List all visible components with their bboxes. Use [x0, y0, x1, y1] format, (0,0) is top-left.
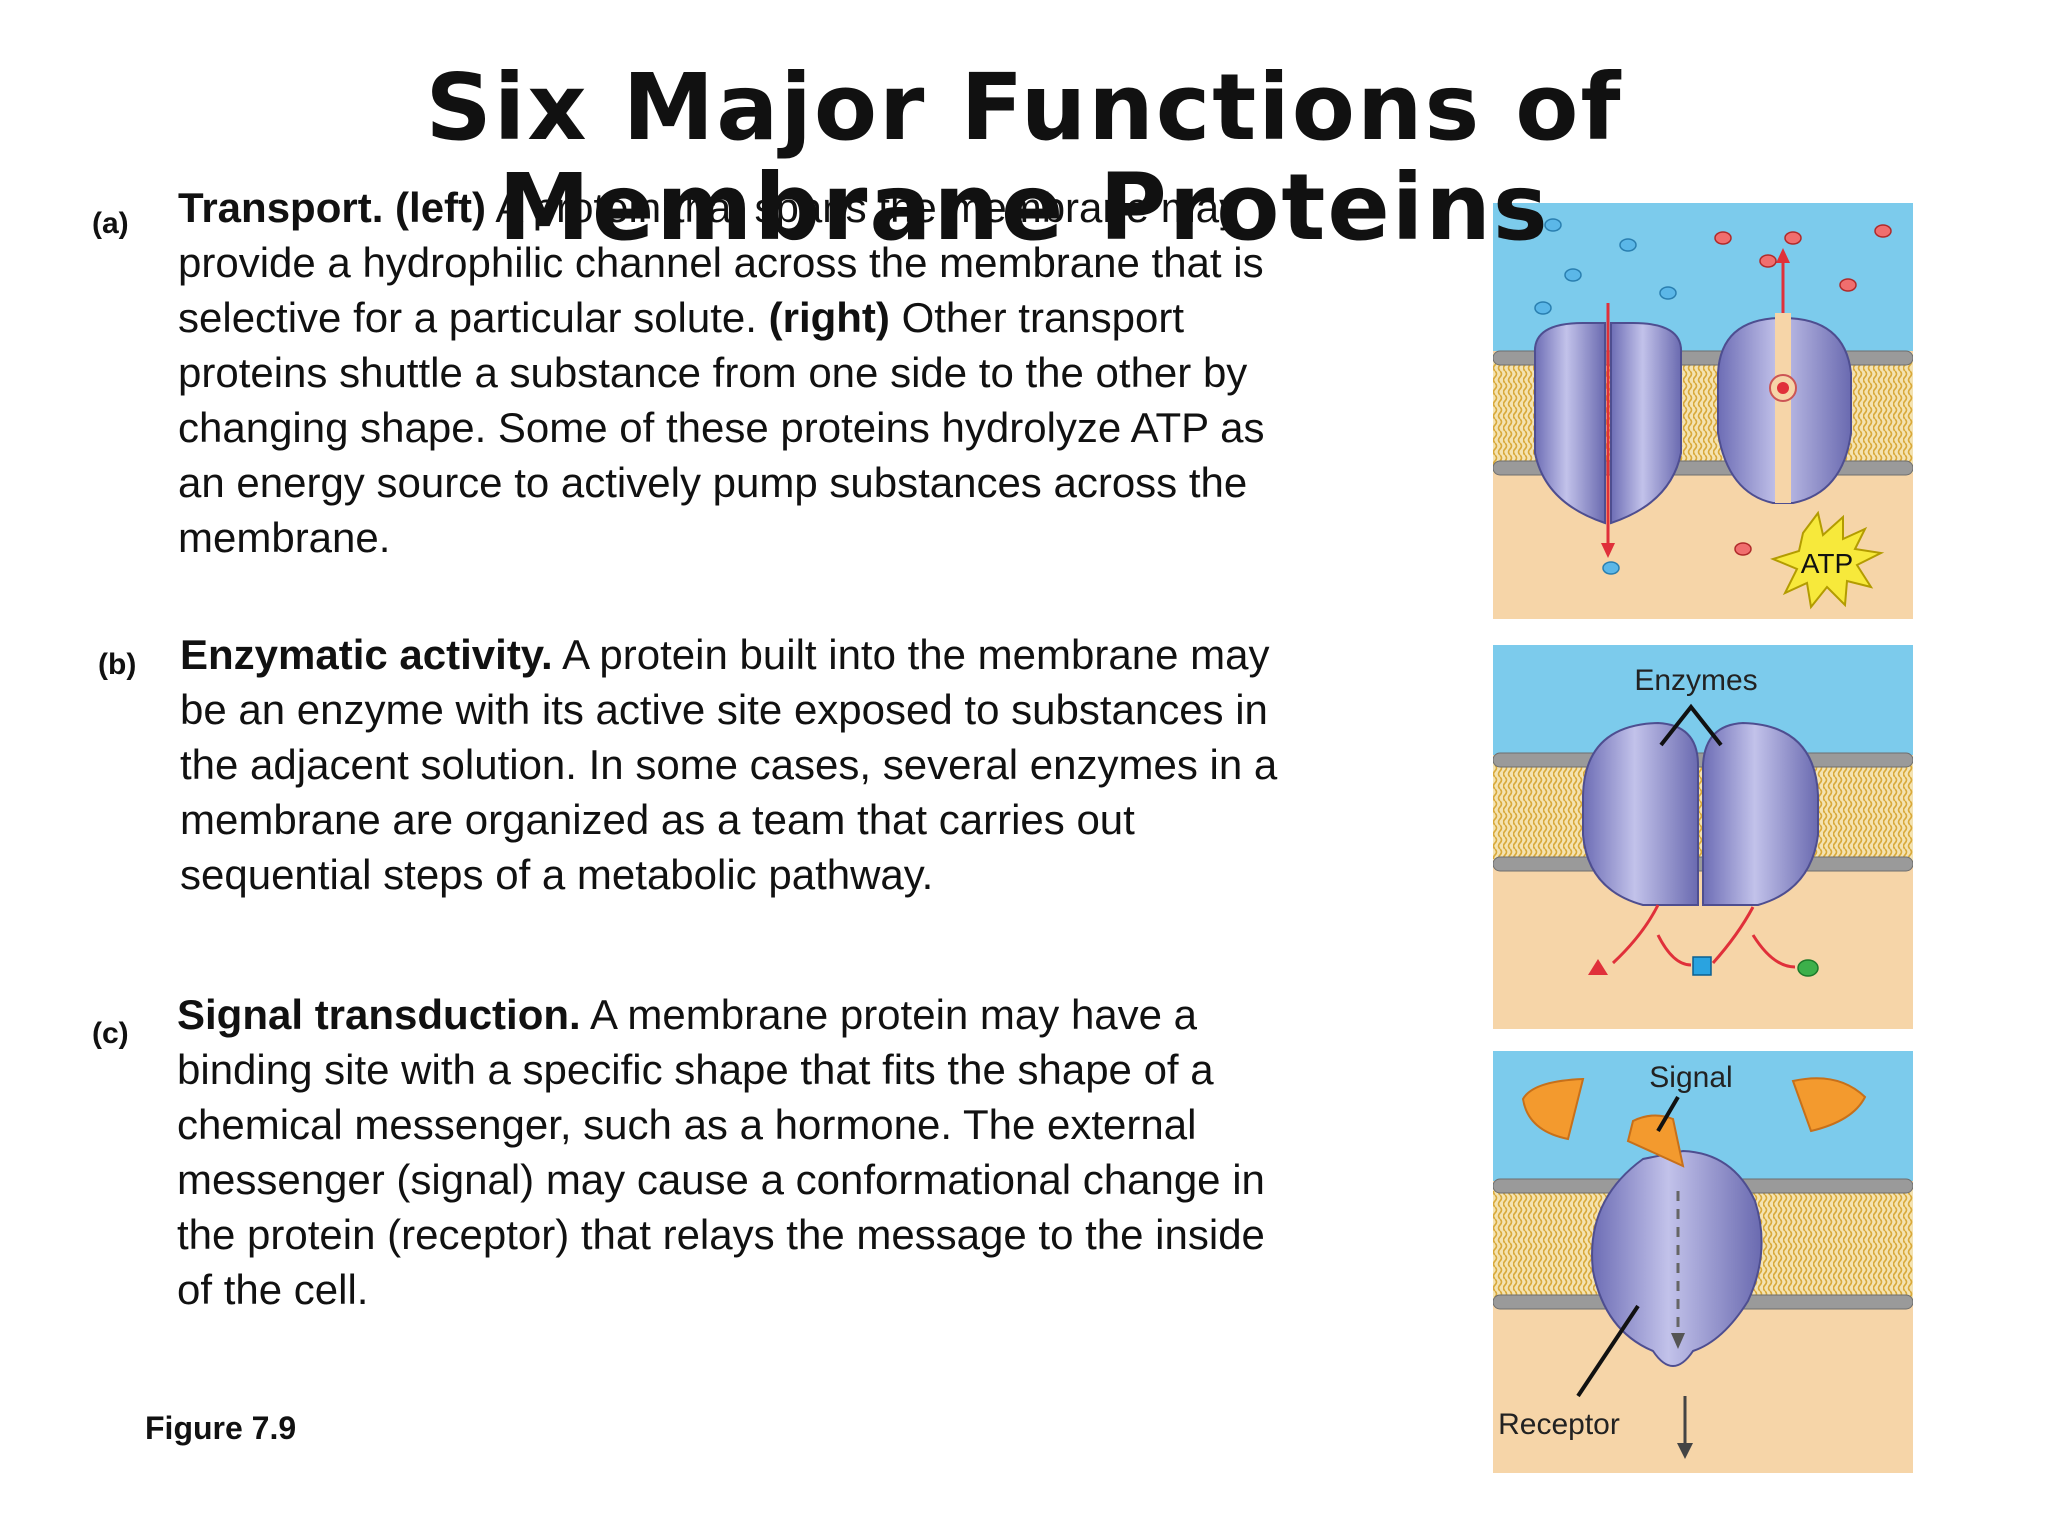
atp-burst-icon [1770, 510, 1885, 610]
figure-label: Figure 7.9 [145, 1410, 297, 1446]
enzyme-diagram: Enzymes [1493, 645, 1913, 1029]
heading-enzymatic: Enzymatic activity. [180, 631, 553, 678]
enzyme-protein [1582, 721, 1819, 906]
text-enzymatic: A protein built into the membrane may be… [180, 631, 1278, 898]
square-molecule-icon [1692, 956, 1712, 976]
label-a: (a) [92, 207, 129, 240]
heading-signal: Signal transduction. [177, 991, 581, 1038]
transport-diagram: ATP [1493, 203, 1913, 619]
sub-left: (left) [395, 184, 487, 231]
enzymes-label: Enzymes [1634, 664, 1757, 697]
channel-protein [1533, 303, 1683, 558]
circle-molecule-icon [1797, 959, 1819, 977]
label-b: (b) [98, 648, 137, 681]
paragraph-transport: Transport. (left) A protein that spans t… [178, 180, 1318, 565]
heading-transport: Transport. [178, 184, 384, 231]
signal-molecule-icon [1626, 1114, 1685, 1168]
pump-protein [1717, 248, 1852, 504]
text-right: Other transport proteins shuttle a subst… [178, 294, 1265, 561]
paragraph-signal: Signal transduction. A membrane protein … [177, 987, 1287, 1317]
sub-right: (right) [768, 294, 890, 341]
receptor-label: Receptor [1498, 1408, 1620, 1441]
signal-label: Signal [1649, 1061, 1732, 1094]
text-left: A protein that spans the membrane may pr… [178, 184, 1264, 341]
label-c: (c) [92, 1017, 129, 1050]
paragraph-enzymatic: Enzymatic activity. A protein built into… [180, 627, 1290, 902]
triangle-molecule-icon [1588, 959, 1608, 975]
signal-diagram: Signal Receptor [1493, 1051, 1913, 1473]
text-signal: A membrane protein may have a binding si… [177, 991, 1265, 1313]
slide-title: Six Major Functions of Membrane Proteins [425, 54, 1623, 261]
atp-label: ATP [1801, 548, 1853, 579]
